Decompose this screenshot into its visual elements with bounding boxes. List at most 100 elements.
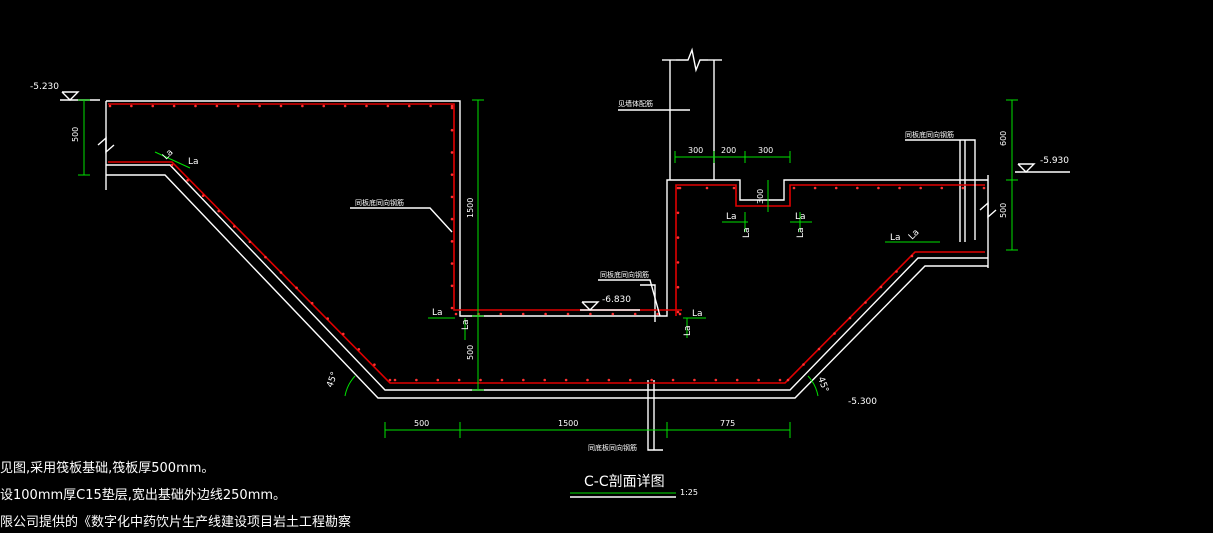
rebar-dot (341, 332, 345, 336)
rebar-dot (454, 312, 458, 316)
note-line-2: 设100mm厚C15垫层,宽出基础外边线250mm。 (0, 488, 287, 503)
rebar-dot (310, 301, 314, 305)
rebar-dot (357, 347, 361, 351)
rebar-dot (564, 378, 568, 382)
rebar-dot (521, 312, 525, 316)
rebar-dot (757, 378, 760, 382)
rebar-dot (543, 378, 547, 382)
rebar-dot (450, 173, 454, 176)
rebar-dot (499, 312, 503, 316)
dim-left-vert: 500 (71, 127, 80, 142)
rebar-dot (650, 378, 653, 382)
elevation-text-inner: -6.830 (602, 295, 631, 305)
rebar-dot (236, 104, 240, 108)
dim-step-300: 300 (756, 189, 765, 204)
rebar-dot (215, 104, 219, 108)
rebar-dot (919, 186, 922, 190)
rebar-dot (522, 378, 525, 382)
rebar-dot (264, 255, 267, 259)
rebar-dot (714, 378, 718, 382)
rebar-dot (589, 312, 592, 316)
rebar-dots (108, 104, 986, 382)
rebar-dot (450, 306, 454, 310)
dim-bottom-mid: 1500 (558, 419, 578, 428)
rebar-dot (479, 378, 482, 382)
dim-bottom-left: 500 (414, 419, 429, 428)
rebar-dot (301, 104, 304, 108)
rebar-dot (544, 312, 547, 316)
rebar-dot (450, 104, 454, 108)
break-marks (97, 136, 997, 219)
rebar-dot (671, 378, 675, 382)
rebar-dot (940, 186, 944, 190)
la-label: La (188, 157, 199, 167)
rebar-dot (864, 301, 867, 304)
rebar-dot (186, 179, 189, 182)
rebar-dot (848, 316, 852, 320)
rebar-dot (130, 104, 133, 108)
rebar-dot (457, 378, 461, 382)
dim-right-low: 500 (999, 203, 1008, 218)
rebar-dot (813, 186, 817, 190)
rebar-dot (500, 378, 504, 382)
rebar-dot (676, 186, 680, 190)
rebar-dot (705, 186, 709, 190)
rebar-dot (633, 312, 637, 316)
callouts: 同板底同向钢筋 同板底同向钢筋 同板底同向钢筋 同底板同向钢筋 见墙体配筋 (350, 99, 976, 452)
rebar-dot (108, 104, 112, 108)
elevation-text-right: -5.930 (1040, 156, 1069, 166)
la-label: La (890, 233, 901, 243)
rebar-dot (450, 262, 454, 265)
rebar-dot (778, 378, 782, 382)
rebar-dot (879, 285, 883, 289)
rebar-dot (656, 312, 659, 316)
rebar-dot (676, 261, 680, 264)
rebar-dot (326, 317, 330, 320)
rebar-dot (194, 104, 197, 108)
callout-text: 见墙体配筋 (618, 99, 653, 108)
rebar-dot (393, 378, 397, 382)
rebar-dot (436, 378, 440, 382)
rebar-dot (676, 285, 680, 289)
rebar-dot (607, 378, 611, 382)
dimension-texts: 500 1500 500 600 500 500 1500 775 300 20… (71, 127, 1008, 428)
rebar-dot (982, 186, 986, 190)
elevation-text-bottom: -5.300 (848, 397, 877, 407)
note-line-1: 见图,采用筏板基础,筏板厚500mm。 (0, 461, 215, 476)
rebar-dot (735, 378, 739, 382)
la-label: La (692, 309, 703, 319)
rebar-dot (258, 104, 261, 108)
drawing-title: C-C剖面详图 (584, 474, 665, 490)
dim-right-top: 600 (999, 131, 1008, 146)
dim-mid-vert: 1500 (466, 198, 475, 218)
rebar-dot (678, 312, 682, 316)
dim-top-300b: 300 (758, 146, 773, 155)
rebar-dot (961, 186, 965, 190)
rebar-dot (450, 195, 454, 199)
la-label: La (726, 212, 737, 222)
note-line-3: 限公司提供的《数字化中药饮片生产线建设项目岩土工程勘察 (0, 515, 352, 530)
dim-top-300a: 300 (688, 146, 703, 155)
angle-label-right: 45° (815, 376, 830, 394)
rebar-dot (586, 378, 589, 382)
angle-label-left: 45° (325, 371, 340, 389)
rebar-dot (910, 254, 914, 258)
rebar-dot (678, 186, 682, 190)
rebar-dot (833, 332, 836, 335)
rebar-dot (429, 104, 432, 108)
rebar-dot (450, 151, 454, 154)
la-label: La (432, 308, 443, 318)
rebar-dot (201, 194, 205, 198)
rebar-dot (856, 186, 859, 190)
la-label: La (683, 325, 693, 336)
rebar-dot (295, 286, 298, 290)
rebar-dot (151, 104, 155, 108)
rebar-dot (322, 104, 326, 108)
rebar-dot (450, 217, 454, 221)
rebar-dot (386, 104, 390, 108)
dim-top-200: 200 (721, 146, 736, 155)
la-label: La (796, 227, 806, 238)
rebar-dot (279, 271, 283, 274)
rebar-dot (898, 186, 901, 190)
la-label: La (907, 228, 922, 243)
